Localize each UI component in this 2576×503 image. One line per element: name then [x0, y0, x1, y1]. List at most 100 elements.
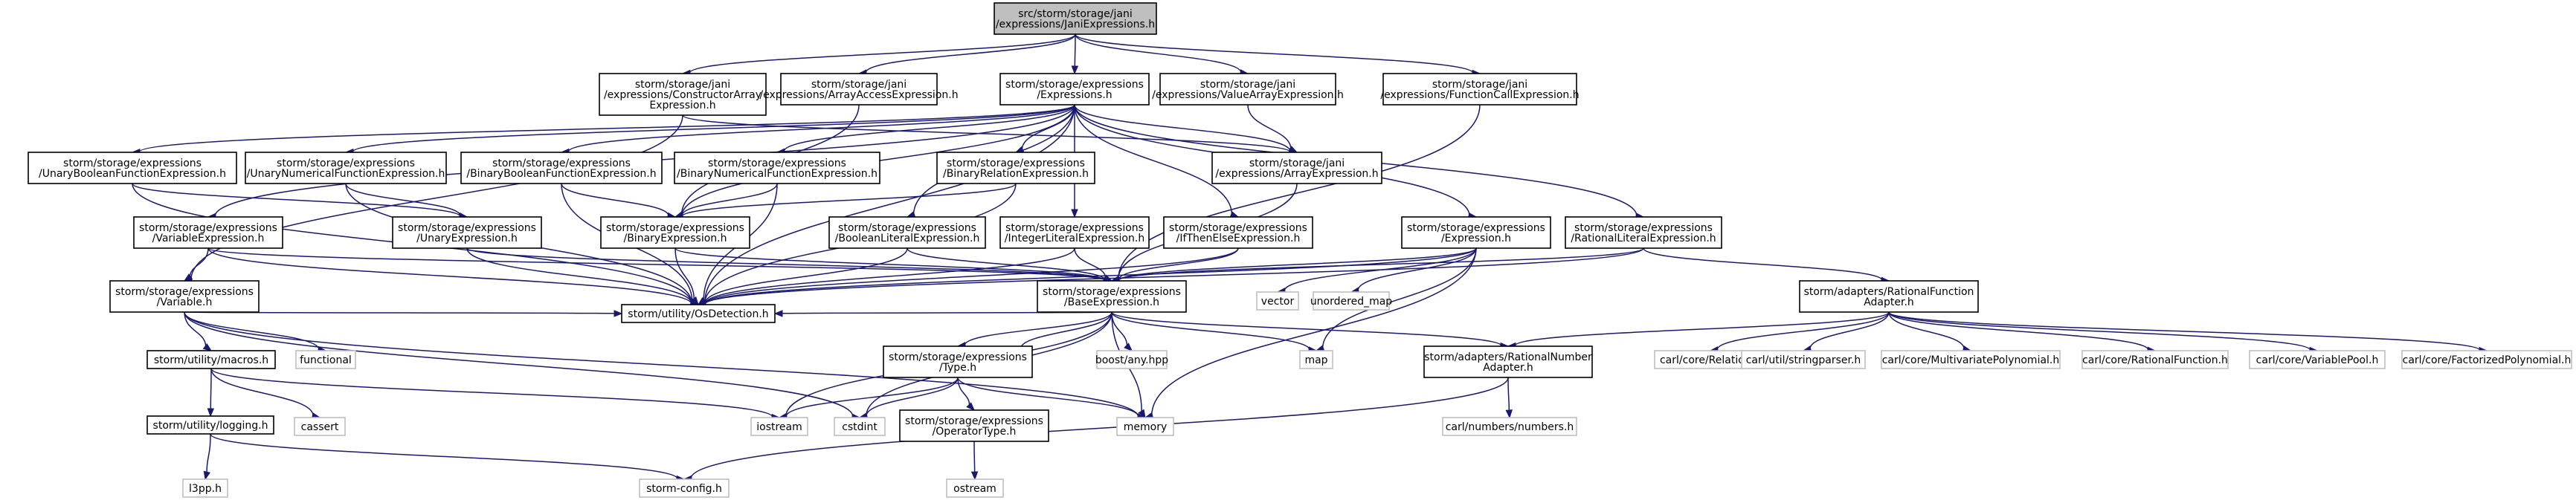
node-root[interactable]: src/storm/storage/jani/expressions/JaniE… [994, 2, 1157, 35]
dependency-edge-variable-to-macros [184, 311, 213, 351]
node-int-lit[interactable]: storm/storage/expressions/IntegerLiteral… [999, 216, 1150, 249]
node-unary-expr[interactable]: storm/storage/expressions/UnaryExpressio… [392, 216, 542, 249]
node-label-line: src/storm/storage/jani [1018, 8, 1133, 20]
node-array-access[interactable]: storm/storage/jani/expressions/ArrayAcce… [759, 73, 959, 106]
node-carl-ratfunc: carl/core/RationalFunction.h [2081, 350, 2229, 369]
node-unary-bool[interactable]: storm/storage/expressions/UnaryBooleanFu… [28, 152, 237, 184]
node-vector: vector [1256, 291, 1299, 311]
node-rational-lit[interactable]: storm/storage/expressions/RationalLitera… [1565, 216, 1722, 249]
node-label-line: storm/storage/expressions [889, 351, 1027, 363]
node-carl-varpool: carl/core/VariablePool.h [2249, 350, 2386, 369]
node-bool-lit[interactable]: storm/storage/expressions/BooleanLiteral… [828, 216, 986, 249]
node-variable-expr[interactable]: storm/storage/expressions/VariableExpres… [133, 216, 283, 249]
node-label-line: /expressions/ArrayExpression.h [1215, 168, 1378, 180]
node-binary-expr[interactable]: storm/storage/expressions/BinaryExpressi… [600, 216, 750, 249]
node-memory: memory [1116, 417, 1174, 436]
node-label-line: storm/storage/jani [1200, 79, 1295, 91]
node-label-line: /UnaryBooleanFunctionExpression.h [39, 168, 226, 180]
node-label-line: /Expressions.h [1037, 89, 1112, 101]
node-label-line: /expressions/ValueArrayExpression.h [1152, 89, 1344, 101]
node-label-line: storm/storage/expressions [947, 158, 1085, 169]
node-label-line: /BaseExpression.h [1064, 296, 1159, 308]
node-label-line: /Expression.h [1441, 233, 1511, 244]
node-label-line: /VariableExpression.h [152, 233, 265, 244]
node-unary-num[interactable]: storm/storage/expressions/UnaryNumerical… [245, 152, 447, 184]
node-carl-numbers: carl/numbers/numbers.h [1442, 417, 1577, 436]
node-label-line: boost/any.hpp [1095, 354, 1168, 366]
node-label-line: storm/storage/expressions [606, 222, 744, 234]
node-label-line: l3pp.h [189, 483, 222, 495]
file-nodes: src/storm/storage/jani/expressions/JaniE… [28, 2, 2572, 498]
node-carl-multivar: carl/core/MultivariatePolynomial.h [1881, 350, 2061, 369]
node-cassert: cassert [294, 417, 346, 436]
node-binary-num[interactable]: storm/storage/expressions/BinaryNumerica… [674, 152, 880, 184]
node-label-line: storm/storage/expressions [905, 415, 1043, 427]
node-label-line: /BinaryRelationExpression.h [943, 168, 1089, 180]
node-label-line: storm/storage/expressions [1407, 222, 1545, 234]
node-label-line: /IfThenElseExpression.h [1176, 233, 1301, 244]
node-label-line: storm/storage/expressions [1169, 222, 1307, 234]
node-unordered-map: unordered_map [1310, 291, 1392, 311]
node-label-line: storm/storage/expressions [115, 286, 254, 298]
node-ite[interactable]: storm/storage/expressions/IfThenElseExpr… [1163, 216, 1313, 249]
node-label-line: storm/storage/expressions [1574, 222, 1713, 234]
node-label-line: storm/storage/expressions [1043, 286, 1181, 298]
node-binary-rel[interactable]: storm/storage/expressions/BinaryRelation… [936, 152, 1095, 184]
node-label-line: storm/storage/expressions [63, 158, 202, 169]
node-variable[interactable]: storm/storage/expressions/Variable.h [109, 280, 260, 313]
node-label-line: storm/storage/jani [1249, 158, 1345, 169]
node-label-line: storm/storage/expressions [708, 158, 846, 169]
node-carl-stringparser: carl/util/stringparser.h [1741, 350, 1866, 369]
node-label-line: storm/storage/expressions [1005, 79, 1144, 91]
node-label-line: carl/core/FactorizedPolynomial.h [2403, 354, 2572, 366]
node-label-line: /BinaryNumericalFunctionExpression.h [677, 168, 878, 180]
node-label-line: storm-config.h [646, 483, 722, 495]
node-label-line: /expressions/ArrayAccessExpression.h [759, 89, 958, 101]
node-value-array[interactable]: storm/storage/jani/expressions/ValueArra… [1152, 73, 1344, 106]
node-carl-factorized: carl/core/FactorizedPolynomial.h [2401, 350, 2572, 369]
node-label-line: storm/adapters/RationalFunction [1804, 286, 1974, 298]
node-type[interactable]: storm/storage/expressions/Type.h [883, 345, 1033, 378]
node-macros[interactable]: storm/utility/macros.h [146, 350, 276, 369]
node-function-call[interactable]: storm/storage/jani/expressions/FunctionC… [1380, 73, 1580, 106]
node-operator-type[interactable]: storm/storage/expressions/OperatorType.h [899, 409, 1049, 442]
node-label-line: storm/storage/jani [635, 79, 730, 91]
node-label-line: memory [1124, 421, 1168, 433]
node-logging[interactable]: storm/utility/logging.h [146, 415, 274, 435]
node-os-detection[interactable]: storm/utility/OsDetection.h [621, 304, 776, 323]
dependency-edge-variable_expr-to-variable [183, 247, 209, 282]
node-label-line: /UnaryNumericalFunctionExpression.h [247, 168, 445, 180]
node-label-line: carl/util/stringparser.h [1746, 354, 1861, 366]
node-label-line: ostream [953, 483, 996, 495]
node-expressions[interactable]: storm/storage/expressions/Expressions.h [999, 73, 1150, 106]
node-label-line: /RationalLiteralExpression.h [1571, 233, 1716, 244]
node-binary-bool[interactable]: storm/storage/expressions/BinaryBooleanF… [460, 152, 663, 184]
node-iostream: iostream [750, 417, 808, 436]
node-base-expr[interactable]: storm/storage/expressions/BaseExpression… [1037, 280, 1187, 313]
dependency-edge-root-to-expressions [1071, 33, 1079, 75]
node-label-line: storm/storage/jani [811, 79, 907, 91]
node-array-expr[interactable]: storm/storage/jani/expressions/ArrayExpr… [1211, 152, 1382, 184]
node-label-line: storm/storage/expressions [492, 158, 631, 169]
node-label-line: /expressions/ConstructorArray [604, 89, 761, 101]
node-ctor-array[interactable]: storm/storage/jani/expressions/Construct… [599, 73, 767, 116]
node-label-line: /UnaryExpression.h [416, 233, 518, 244]
node-label-line: storm/storage/expressions [277, 158, 415, 169]
node-label-line: cstdint [842, 421, 878, 433]
node-label-line: carl/core/VariablePool.h [2256, 354, 2379, 366]
node-label-line: storm/utility/OsDetection.h [628, 308, 768, 320]
node-label-line: unordered_map [1310, 296, 1392, 308]
node-label-line: carl/core/RationalFunction.h [2082, 354, 2228, 366]
node-label-line: carl/core/Relation.h [1660, 354, 1761, 366]
node-label-line: /expressions/FunctionCallExpression.h [1380, 89, 1579, 101]
node-label-line: /OperatorType.h [933, 426, 1017, 438]
node-label-line: vector [1261, 296, 1295, 308]
node-label-line: /Type.h [939, 362, 976, 374]
node-label-line: map [1304, 354, 1327, 366]
node-expression[interactable]: storm/storage/expressions/Expression.h [1401, 216, 1551, 249]
node-label-line: storm/storage/expressions [838, 222, 976, 234]
node-label-line: Adapter.h [1483, 362, 1533, 374]
